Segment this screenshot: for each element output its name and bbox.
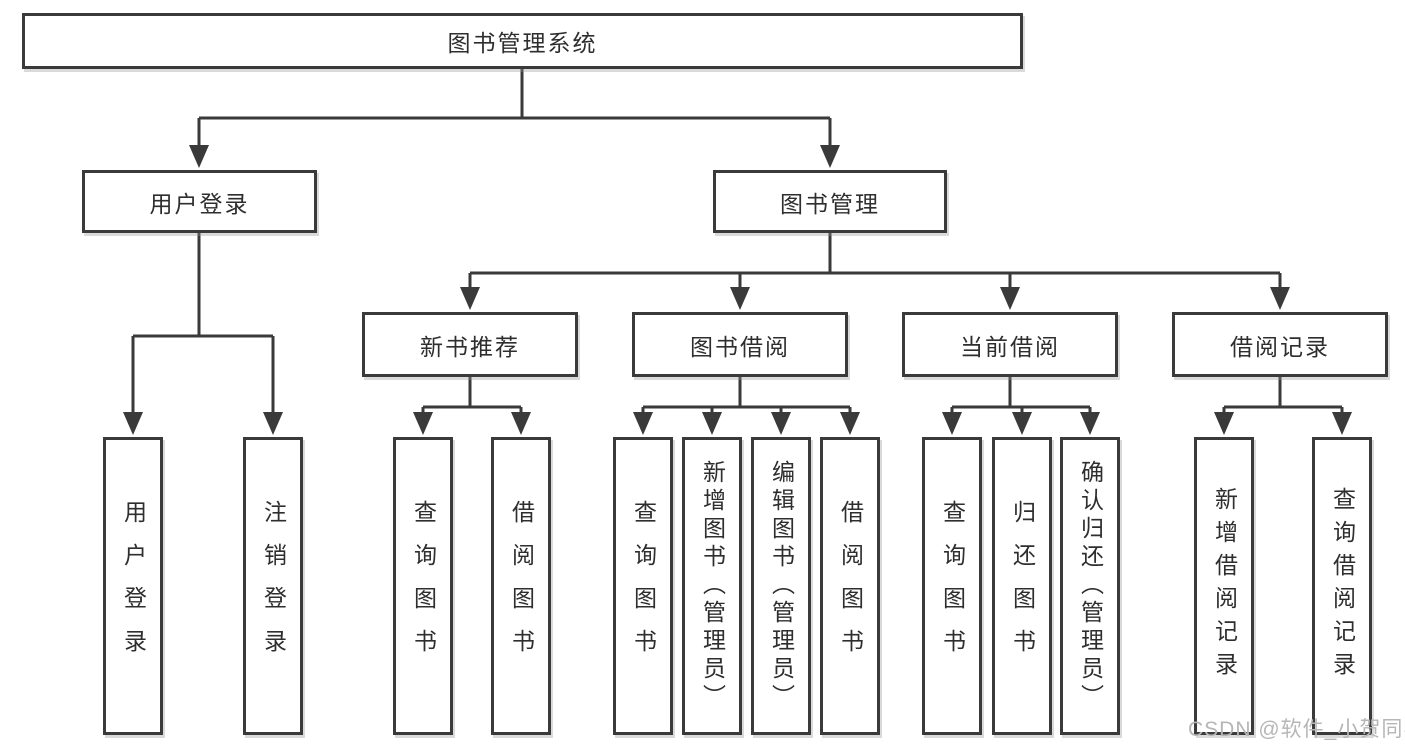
leaf-borrow-books-recommend: 借阅图书: [491, 437, 551, 735]
leaf-label: 归还图书: [1009, 500, 1036, 672]
leaf-query-borrow-record: 查询借阅记录: [1312, 437, 1372, 735]
leaf-borrow-books: 借阅图书: [820, 437, 880, 735]
arrow-icon: [511, 412, 531, 435]
node-user-login: 用户登录: [82, 170, 317, 233]
leaf-label: 编辑图书（管理员）: [768, 460, 795, 712]
arrow-icon: [840, 412, 860, 435]
node-new-book-recommendation: 新书推荐: [362, 312, 578, 377]
leaf-query-books-recommend: 查询图书: [393, 437, 453, 735]
node-library-management-system: 图书管理系统: [22, 13, 1023, 69]
arrow-icon: [1000, 287, 1020, 310]
leaf-label: 注销登录: [260, 500, 287, 672]
node-book-management: 图书管理: [713, 170, 947, 233]
leaf-confirm-return-admin: 确认归还（管理员）: [1060, 437, 1120, 735]
arrow-icon: [189, 145, 209, 168]
leaf-logout: 注销登录: [243, 437, 303, 735]
arrow-icon: [1080, 412, 1100, 435]
leaf-label: 确认归还（管理员）: [1077, 460, 1104, 712]
leaf-query-books-borrowing: 查询图书: [613, 437, 673, 735]
leaf-label: 借阅图书: [837, 500, 864, 672]
leaf-add-borrow-record: 新增借阅记录: [1194, 437, 1254, 735]
leaf-label: 用户登录: [120, 500, 147, 672]
arrow-icon: [1270, 287, 1290, 310]
leaf-label: 新增图书（管理员）: [699, 460, 726, 712]
leaf-label: 查询借阅记录: [1329, 487, 1356, 685]
node-borrowing-records: 借阅记录: [1172, 312, 1388, 377]
leaf-label: 查询图书: [410, 500, 437, 672]
arrow-icon: [942, 412, 962, 435]
arrow-icon: [1012, 412, 1032, 435]
arrow-icon: [413, 412, 433, 435]
arrow-icon: [1214, 412, 1234, 435]
arrow-icon: [702, 412, 722, 435]
leaf-return-books: 归还图书: [992, 437, 1052, 735]
leaf-label: 新增借阅记录: [1211, 487, 1238, 685]
arrow-icon: [123, 412, 143, 435]
arrow-icon: [820, 145, 840, 168]
arrow-icon: [263, 412, 283, 435]
leaf-label: 借阅图书: [508, 500, 535, 672]
node-book-borrowing: 图书借阅: [632, 312, 848, 377]
csdn-watermark: CSDN @软件_小贺同学: [1188, 718, 1405, 741]
leaf-edit-books-admin: 编辑图书（管理员）: [751, 437, 811, 735]
arrow-icon: [771, 412, 791, 435]
leaf-add-books-admin: 新增图书（管理员）: [682, 437, 742, 735]
arrow-icon: [633, 412, 653, 435]
node-current-borrowing: 当前借阅: [902, 312, 1118, 377]
arrow-icon: [460, 287, 480, 310]
leaf-label: 查询图书: [939, 500, 966, 672]
leaf-label: 查询图书: [630, 500, 657, 672]
arrow-icon: [1332, 412, 1352, 435]
leaf-query-books-current: 查询图书: [922, 437, 982, 735]
leaf-user-login: 用户登录: [103, 437, 163, 735]
arrow-icon: [730, 287, 750, 310]
